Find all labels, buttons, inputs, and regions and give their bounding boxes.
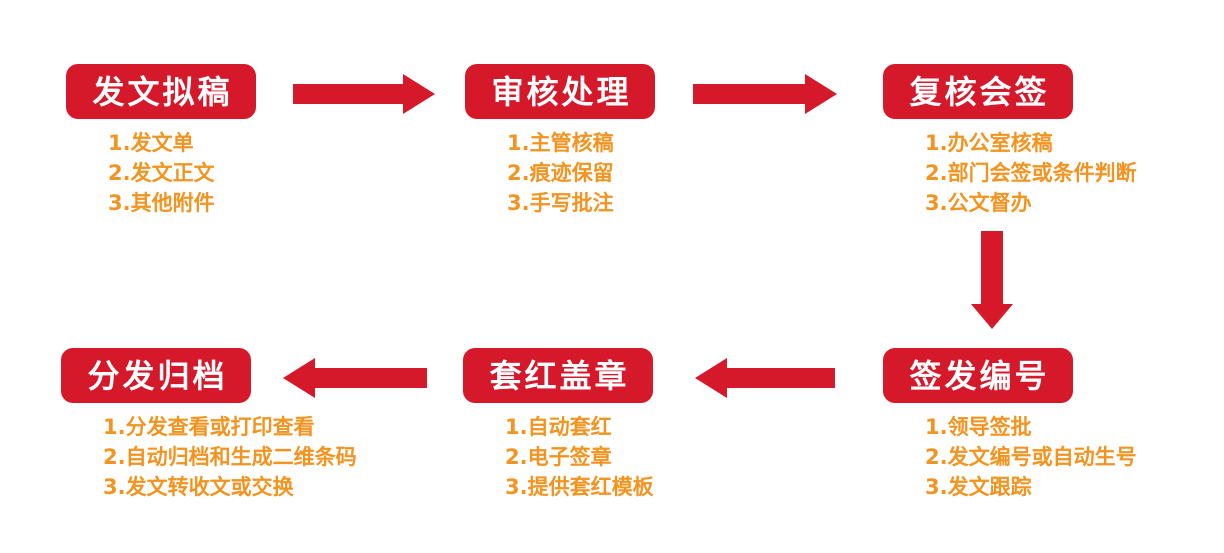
stage-review: 审核处理 1.主管核稿 2.痕迹保留 3.手写批注 bbox=[465, 64, 655, 218]
stage-issue-numbering-title: 签发编号 bbox=[909, 356, 1050, 395]
stage-archiving-item-list: 1.分发查看或打印查看 2.自动归档和生成二维条码 3.发文转收文或交换 bbox=[61, 412, 357, 502]
stage-issue-numbering-box: 签发编号 bbox=[883, 348, 1073, 403]
stage-item: 2.发文编号或自动生号 bbox=[925, 445, 1137, 469]
stage-item: 3.公文督办 bbox=[925, 191, 1032, 215]
stage-item: 1.主管核稿 bbox=[507, 131, 614, 155]
stage-issue-numbering-item-list: 1.领导签批 2.发文编号或自动生号 3.发文跟踪 bbox=[883, 412, 1137, 502]
arrow-drafting-to-review-icon bbox=[293, 74, 435, 114]
arrow-review-to-countersign-icon bbox=[693, 74, 837, 114]
stage-stamping-item-list: 1.自动套红 2.电子签章 3.提供套红模板 bbox=[463, 412, 654, 502]
stage-review-box: 审核处理 bbox=[465, 64, 655, 119]
arrow-shaft bbox=[293, 84, 407, 104]
arrow-issue-numbering-to-stamping-icon bbox=[695, 358, 835, 398]
arrow-countersign-to-issue-numbering-icon bbox=[971, 231, 1013, 329]
stage-review-title: 审核处理 bbox=[491, 72, 632, 111]
stage-drafting-item-list: 1.发文单 2.发文正文 3.其他附件 bbox=[66, 128, 256, 218]
stage-countersign-item-list: 1.办公室核稿 2.部门会签或条件判断 3.公文督办 bbox=[883, 128, 1137, 218]
stage-item: 1.自动套红 bbox=[505, 415, 612, 439]
stage-item: 3.手写批注 bbox=[507, 191, 614, 215]
stage-archiving-box: 分发归档 bbox=[61, 348, 251, 403]
arrow-shaft bbox=[693, 84, 809, 104]
stage-drafting: 发文拟稿 1.发文单 2.发文正文 3.其他附件 bbox=[66, 64, 256, 218]
stage-stamping-box: 套红盖章 bbox=[463, 348, 653, 403]
stage-item: 2.发文正文 bbox=[108, 161, 215, 185]
stage-item: 1.领导签批 bbox=[925, 415, 1032, 439]
stage-item: 1.分发查看或打印查看 bbox=[103, 415, 315, 439]
stage-item: 2.部门会签或条件判断 bbox=[925, 161, 1137, 185]
arrow-shaft bbox=[981, 231, 1003, 306]
stage-review-item-list: 1.主管核稿 2.痕迹保留 3.手写批注 bbox=[465, 128, 655, 218]
arrow-shaft bbox=[311, 368, 427, 388]
arrow-head bbox=[805, 74, 837, 114]
stage-stamping: 套红盖章 1.自动套红 2.电子签章 3.提供套红模板 bbox=[463, 348, 654, 502]
stage-item: 3.发文转收文或交换 bbox=[103, 475, 294, 499]
stage-item: 3.其他附件 bbox=[108, 191, 215, 215]
stage-item: 2.电子签章 bbox=[505, 445, 612, 469]
arrow-head bbox=[403, 74, 435, 114]
stage-drafting-title: 发文拟稿 bbox=[92, 72, 233, 111]
stage-item: 3.发文跟踪 bbox=[925, 475, 1032, 499]
stage-drafting-box: 发文拟稿 bbox=[66, 64, 256, 119]
stage-countersign: 复核会签 1.办公室核稿 2.部门会签或条件判断 3.公文督办 bbox=[883, 64, 1137, 218]
arrow-shaft bbox=[723, 368, 835, 388]
stage-archiving-title: 分发归档 bbox=[87, 356, 228, 395]
stage-countersign-box: 复核会签 bbox=[883, 64, 1073, 119]
arrow-stamping-to-archiving-icon bbox=[283, 358, 427, 398]
arrow-head bbox=[695, 358, 727, 398]
stage-item: 3.提供套红模板 bbox=[505, 475, 654, 499]
stage-archiving: 分发归档 1.分发查看或打印查看 2.自动归档和生成二维条码 3.发文转收文或交… bbox=[61, 348, 357, 502]
stage-stamping-title: 套红盖章 bbox=[489, 356, 630, 395]
stage-item: 2.痕迹保留 bbox=[507, 161, 614, 185]
stage-item: 2.自动归档和生成二维条码 bbox=[103, 445, 357, 469]
arrow-head bbox=[971, 304, 1013, 329]
stage-item: 1.办公室核稿 bbox=[925, 131, 1053, 155]
stage-item: 1.发文单 bbox=[108, 131, 194, 155]
stage-countersign-title: 复核会签 bbox=[909, 72, 1050, 111]
arrow-head bbox=[283, 358, 315, 398]
stage-issue-numbering: 签发编号 1.领导签批 2.发文编号或自动生号 3.发文跟踪 bbox=[883, 348, 1137, 502]
